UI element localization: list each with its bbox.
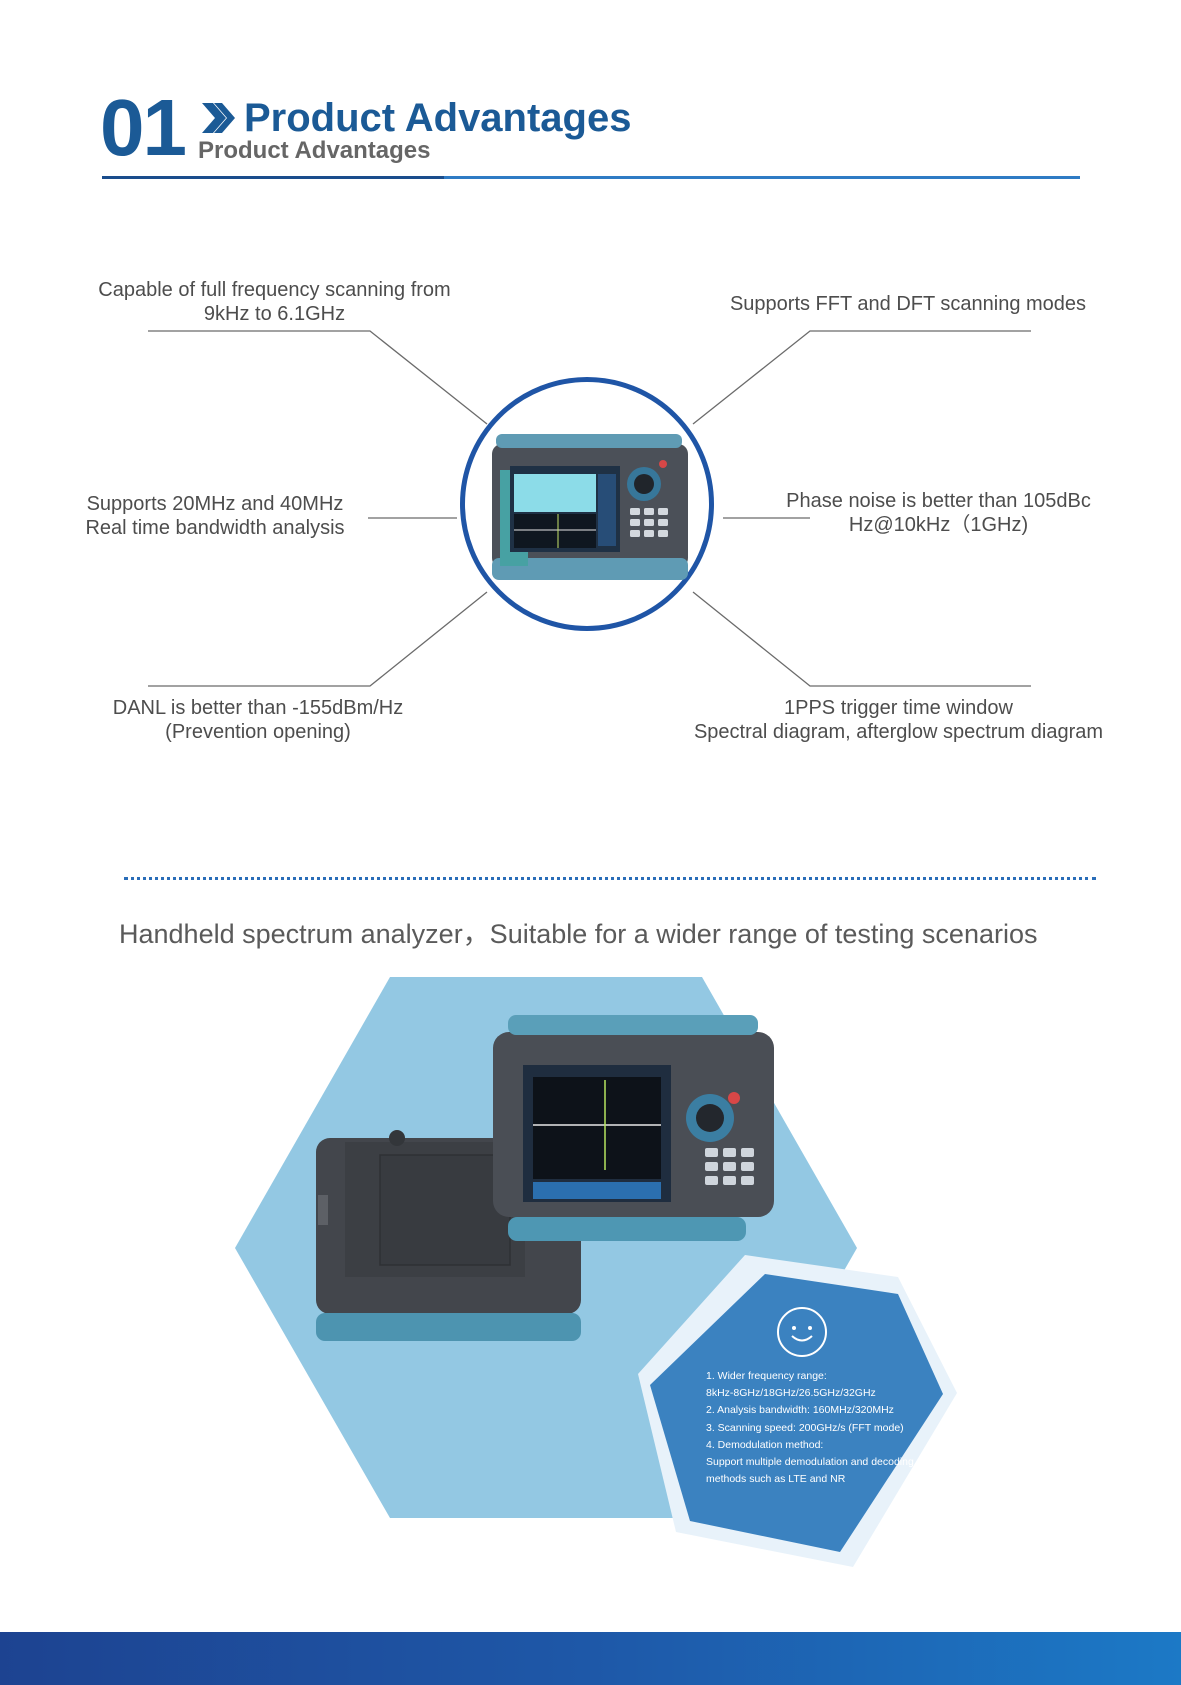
- header-rule-dark: [102, 176, 444, 179]
- smiley-face-icon: [777, 1307, 827, 1357]
- connector-lines: [148, 330, 1031, 687]
- spec-line: methods such as LTE and NR: [706, 1473, 846, 1486]
- spectrum-analyzer-device-image: [492, 434, 688, 580]
- device-hexagon-illustration: [235, 977, 957, 1567]
- front-device: [493, 1015, 774, 1241]
- specs-hexagon: [650, 1274, 943, 1552]
- page-title: Product Advantages: [244, 96, 632, 140]
- feature-danl: DANL is better than -155dBm/Hz (Preventi…: [112, 697, 404, 743]
- feature-realtime-bandwidth: Supports 20MHz and 40MHz Real time bandw…: [85, 493, 345, 539]
- spec-line: 2. Analysis bandwidth: 160MHz/320MHz: [706, 1404, 894, 1417]
- feature-full-frequency: Capable of full frequency scanning from …: [98, 279, 451, 325]
- spec-line: 8kHz-8GHz/18GHz/26.5GHz/32GHz: [706, 1387, 876, 1400]
- double-chevron-right-icon: [202, 103, 235, 133]
- feature-phase-noise: Phase noise is better than 105dBc Hz@10k…: [786, 490, 1091, 536]
- section-heading: Handheld spectrum analyzer，Suitable for …: [119, 919, 1038, 949]
- feature-fft-dft: Supports FFT and DFT scanning modes: [729, 293, 1087, 315]
- feature-1pps-trigger: 1PPS trigger time window Spectral diagra…: [693, 697, 1104, 743]
- specs-list: 1. Wider frequency range: 8kHz-8GHz/18GH…: [706, 1368, 936, 1488]
- section-number: 01: [100, 83, 187, 172]
- footer-bar: [0, 1632, 1181, 1685]
- spec-line: 4. Demodulation method:: [706, 1438, 824, 1451]
- page-subtitle: Product Advantages: [198, 137, 431, 164]
- dotted-divider: [124, 877, 1096, 880]
- spec-line: Support multiple demodulation and decodi…: [706, 1456, 914, 1469]
- spec-line: 1. Wider frequency range:: [706, 1370, 827, 1382]
- spec-line: 3. Scanning speed: 200GHz/s (FFT mode): [706, 1421, 904, 1434]
- header-rule-light: [444, 176, 1080, 179]
